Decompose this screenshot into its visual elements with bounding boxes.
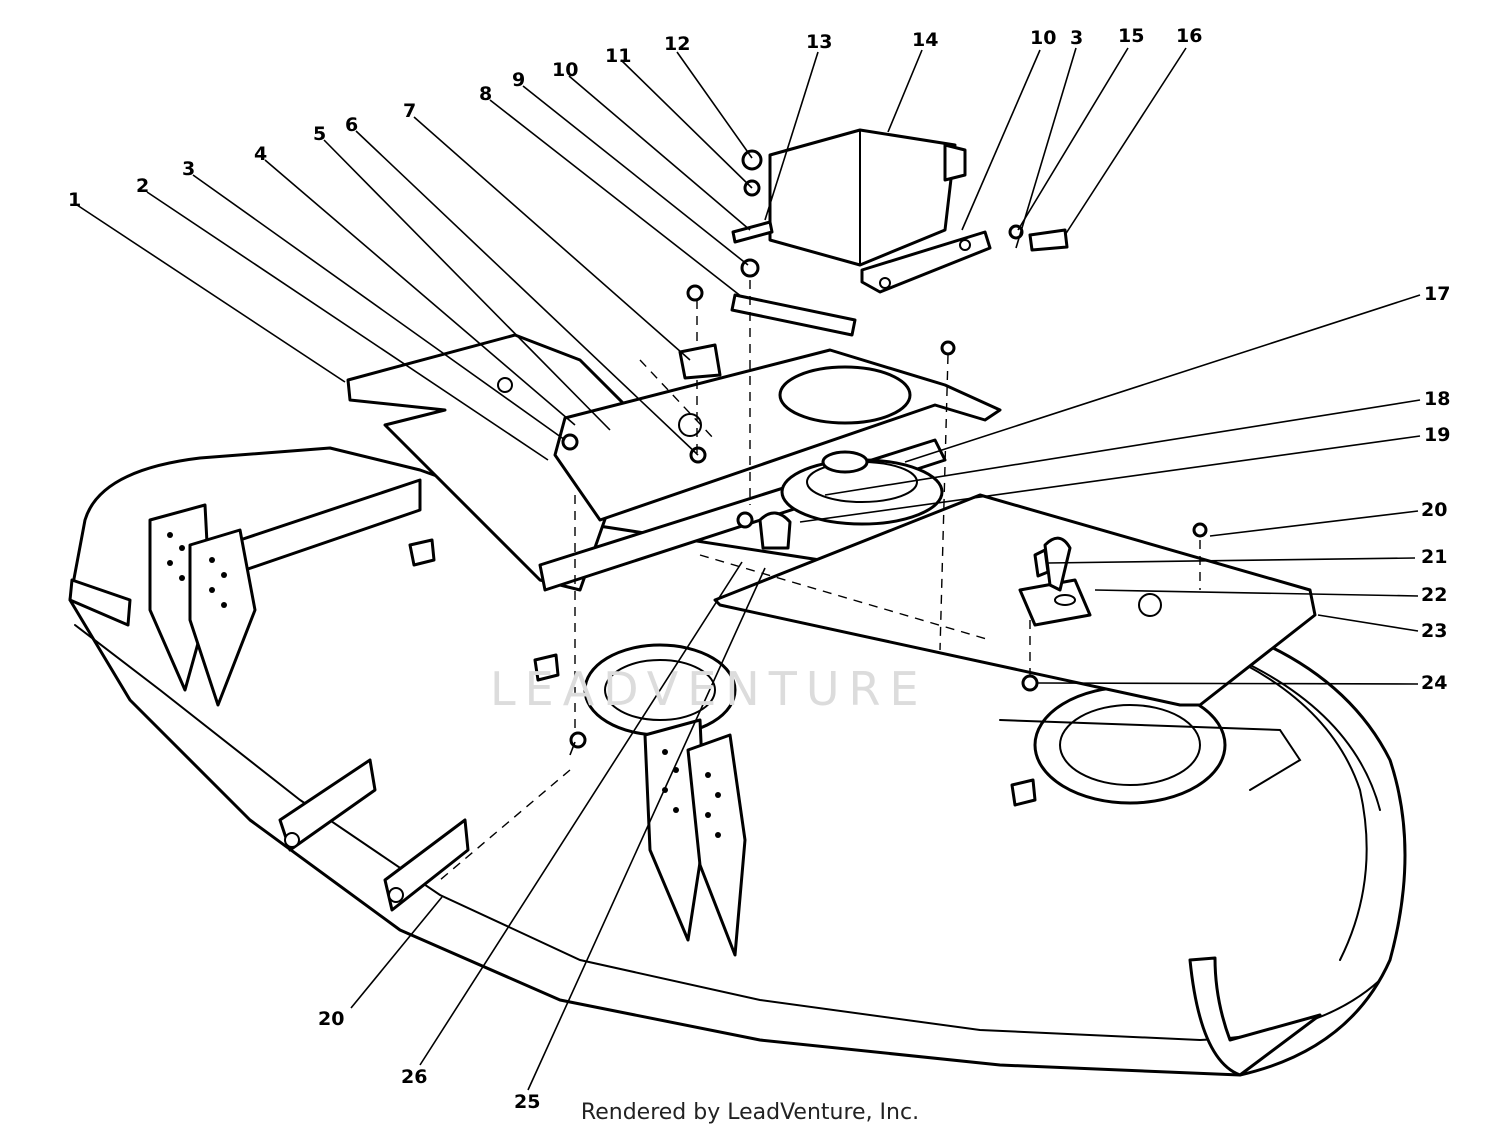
callout-21: 21 [1421, 546, 1447, 568]
callout-6: 6 [345, 114, 358, 136]
callout-9: 9 [512, 69, 525, 91]
height-bracket-right [643, 718, 747, 957]
callout-14: 14 [912, 29, 938, 51]
callout-25: 25 [514, 1091, 540, 1113]
callout-18: 18 [1424, 388, 1450, 410]
callout-23: 23 [1421, 620, 1447, 642]
callout-3b: 3 [1070, 27, 1083, 49]
callout-8: 8 [479, 83, 492, 105]
callout-3: 3 [182, 158, 195, 180]
leader-lines [76, 47, 1421, 1091]
callout-13: 13 [806, 31, 832, 53]
hardware [561, 149, 1208, 749]
callout-11: 11 [605, 45, 631, 67]
callout-19: 19 [1424, 424, 1450, 446]
height-bracket-left [148, 503, 257, 707]
watermark: LEADVENTURE [490, 662, 928, 716]
callout-20b: 20 [318, 1008, 344, 1030]
clutch-box [768, 128, 992, 294]
callout-22: 22 [1421, 584, 1447, 606]
callout-1: 1 [68, 189, 81, 211]
callout-16: 16 [1176, 25, 1202, 47]
callout-10b: 10 [1030, 27, 1056, 49]
callout-20: 20 [1421, 499, 1447, 521]
callout-4: 4 [254, 143, 267, 165]
callout-26: 26 [401, 1066, 427, 1088]
callout-5: 5 [313, 123, 326, 145]
callout-24: 24 [1421, 672, 1447, 694]
callout-10: 10 [552, 59, 578, 81]
callout-7: 7 [403, 100, 416, 122]
assembly-lines [439, 280, 1201, 881]
credit-text: Rendered by LeadVenture, Inc. [580, 1100, 920, 1125]
mower-deck [68, 446, 1407, 1077]
callout-17: 17 [1424, 283, 1450, 305]
callout-15: 15 [1118, 25, 1144, 47]
callout-2: 2 [136, 175, 149, 197]
callout-12: 12 [664, 33, 690, 55]
belt-cover [713, 493, 1317, 707]
callout-labels: 1 2 3 4 5 6 7 8 9 10 11 12 13 14 10 3 15… [68, 25, 1450, 1113]
